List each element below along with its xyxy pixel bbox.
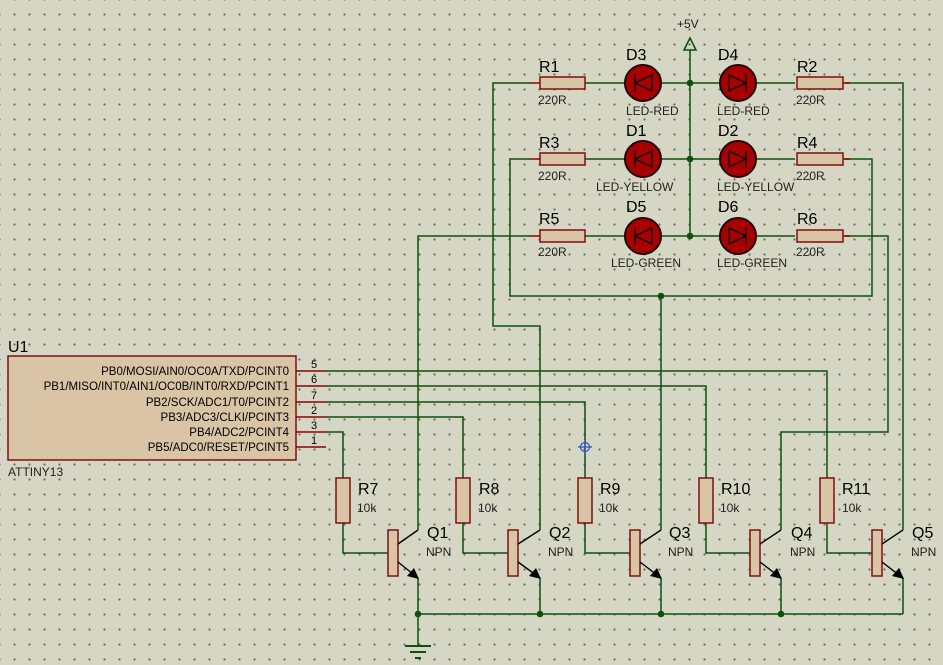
pin-number: 3 (311, 420, 317, 432)
q3-type: NPN (668, 545, 693, 559)
power-terminal[interactable]: +5V (677, 17, 699, 53)
pin-number: 7 (311, 390, 317, 402)
q5-type: NPN (911, 545, 936, 559)
pin-label: PB3/ADC3/CLKI/PCINT3 (161, 412, 289, 424)
q4-type: NPN (790, 545, 815, 559)
r1-ref: R1 (539, 59, 560, 76)
r9-ref: R9 (600, 481, 621, 498)
pin-number: 2 (311, 405, 317, 417)
wires (326, 53, 904, 645)
resistor-r1[interactable]: R1 220R (530, 59, 586, 107)
resistor-r9[interactable]: R9 10k (577, 477, 621, 524)
mcu-u1[interactable]: U1 ATTINY13 PB0/MOSI/AIN0/OC0A/TXD/PCINT… (7, 339, 326, 479)
q3-ref: Q3 (669, 525, 690, 542)
led-d6[interactable]: D6 LED-GREEN (717, 199, 787, 270)
r6-value: 220R (796, 245, 825, 259)
q1-type: NPN (426, 545, 451, 559)
resistor-r7[interactable]: R7 10k (335, 477, 379, 524)
r4-ref: R4 (797, 135, 818, 152)
resistor-r11[interactable]: R11 10k (819, 477, 870, 524)
d6-ref: D6 (718, 199, 739, 216)
transistor-q1[interactable]: Q1 NPN (387, 525, 451, 579)
r8-ref: R8 (479, 481, 500, 498)
led-d4[interactable]: D4 LED-RED (717, 47, 770, 118)
u1-pin-pb4: PB4/ADC2/PCINT4 3 (189, 420, 326, 439)
r10-value: 10k (720, 501, 740, 515)
d2-type: LED-YELLOW (717, 180, 795, 194)
pin-label: PB1/MISO/INT0/AIN1/OC0B/INT0/RXD/PCINT1 (44, 381, 289, 393)
resistor-r2[interactable]: R2 220R (796, 59, 850, 107)
transistor-q5[interactable]: Q5 NPN (871, 525, 936, 579)
pin-label: PB2/SCK/ADC1/T0/PCINT2 (146, 397, 289, 409)
transistor-q2[interactable]: Q2 NPN (507, 525, 573, 579)
r2-ref: R2 (797, 59, 818, 76)
q5-ref: Q5 (912, 525, 933, 542)
q4-ref: Q4 (791, 525, 812, 542)
probe-crosshair-icon (578, 440, 592, 454)
r3-ref: R3 (539, 135, 560, 152)
r8-value: 10k (478, 501, 498, 515)
pin-label: PB0/MOSI/AIN0/OC0A/TXD/PCINT0 (101, 366, 289, 378)
r5-value: 220R (538, 245, 567, 259)
power-label: +5V (677, 17, 699, 31)
d4-type: LED-RED (717, 104, 770, 118)
resistor-r3[interactable]: R3 220R (530, 135, 586, 183)
pin-label: PB5/ADC0/RESET/PCINT5 (148, 442, 289, 454)
d3-type: LED-RED (626, 104, 679, 118)
u1-pin-pb1: PB1/MISO/INT0/AIN1/OC0B/INT0/RXD/PCINT1 … (44, 374, 326, 393)
led-d2[interactable]: D2 LED-YELLOW (717, 123, 795, 194)
q1-ref: Q1 (427, 525, 448, 542)
resistor-r10[interactable]: R10 10k (698, 477, 750, 524)
pin-number: 5 (311, 359, 317, 371)
resistor-r5[interactable]: R5 220R (530, 211, 586, 259)
transistor-q3[interactable]: Q3 NPN (629, 525, 693, 579)
r6-ref: R6 (797, 211, 818, 228)
resistor-r8[interactable]: R8 10k (455, 477, 500, 524)
d1-ref: D1 (626, 123, 647, 140)
r5-ref: R5 (539, 211, 560, 228)
ground-icon[interactable] (405, 645, 431, 659)
d6-type: LED-GREEN (717, 256, 787, 270)
pin-number: 1 (311, 435, 317, 447)
r7-value: 10k (357, 501, 377, 515)
u1-pin-pb3: PB3/ADC3/CLKI/PCINT3 2 (161, 405, 326, 424)
u1-part: ATTINY13 (8, 465, 63, 479)
r11-ref: R11 (842, 481, 870, 498)
r9-value: 10k (599, 501, 619, 515)
led-d5[interactable]: D5 LED-GREEN (611, 199, 681, 270)
r11-value: 10k (842, 501, 862, 515)
junction-dots (414, 79, 785, 618)
q2-ref: Q2 (549, 525, 570, 542)
transistor-q4[interactable]: Q4 NPN (749, 525, 815, 579)
d5-type: LED-GREEN (611, 256, 681, 270)
u1-pin-pb2: PB2/SCK/ADC1/T0/PCINT2 7 (146, 390, 326, 409)
r3-value: 220R (538, 169, 567, 183)
d4-ref: D4 (718, 47, 739, 64)
u1-pin-pb0: PB0/MOSI/AIN0/OC0A/TXD/PCINT0 5 (101, 359, 326, 378)
r4-value: 220R (796, 169, 825, 183)
pin-number: 6 (311, 374, 317, 386)
led-d3[interactable]: D3 LED-RED (624, 47, 679, 118)
r7-ref: R7 (358, 481, 379, 498)
u1-ref: U1 (8, 339, 29, 356)
q2-type: NPN (548, 545, 573, 559)
d1-type: LED-YELLOW (596, 180, 674, 194)
led-d1[interactable]: D1 LED-YELLOW (596, 123, 674, 194)
r1-value: 220R (538, 93, 567, 107)
pin-label: PB4/ADC2/PCINT4 (189, 427, 289, 439)
d5-ref: D5 (626, 199, 647, 216)
u1-pin-pb5: PB5/ADC0/RESET/PCINT5 1 (148, 435, 326, 454)
resistor-r4[interactable]: R4 220R (796, 135, 850, 183)
r2-value: 220R (796, 93, 825, 107)
resistor-r6[interactable]: R6 220R (796, 211, 850, 259)
d3-ref: D3 (626, 47, 647, 64)
r10-ref: R10 (721, 481, 750, 498)
d2-ref: D2 (718, 123, 739, 140)
